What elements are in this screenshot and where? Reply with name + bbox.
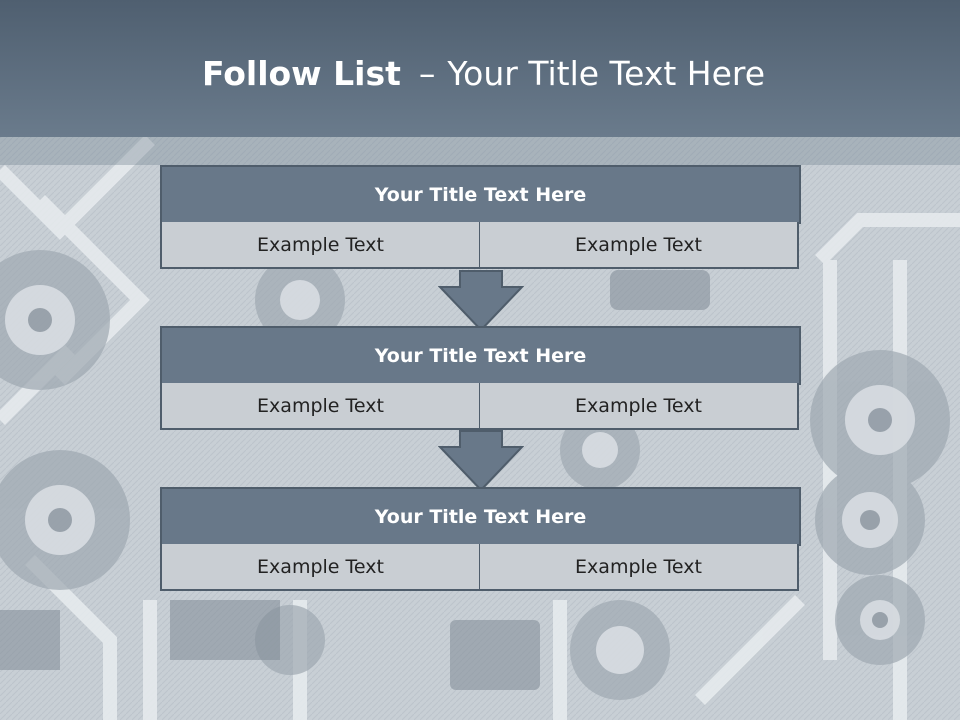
step-box-3: Your Title Text Here Example Text Exampl…	[160, 487, 801, 593]
down-arrow-icon	[438, 270, 524, 332]
step-cell-3-right: Example Text	[480, 544, 799, 591]
title-bar-band	[0, 137, 960, 165]
step-cell-1-right: Example Text	[480, 222, 799, 269]
slide-title-bold: Follow List	[202, 54, 401, 93]
step-title-2: Your Title Text Here	[160, 326, 801, 385]
step-title-1: Your Title Text Here	[160, 165, 801, 224]
step-cell-3-left: Example Text	[160, 544, 481, 591]
slide-title-dash: –	[418, 54, 436, 93]
step-cell-2-left: Example Text	[160, 383, 481, 430]
title-bar	[0, 0, 960, 137]
down-arrow-icon	[438, 430, 524, 492]
step-title-3: Your Title Text Here	[160, 487, 801, 546]
step-cell-2-right: Example Text	[480, 383, 799, 430]
step-box-2: Your Title Text Here Example Text Exampl…	[160, 326, 801, 432]
slide-title: Follow List–Your Title Text Here	[202, 54, 765, 100]
step-box-1: Your Title Text Here Example Text Exampl…	[160, 165, 801, 271]
slide-title-rest: Your Title Text Here	[447, 54, 766, 93]
step-cell-1-left: Example Text	[160, 222, 481, 269]
